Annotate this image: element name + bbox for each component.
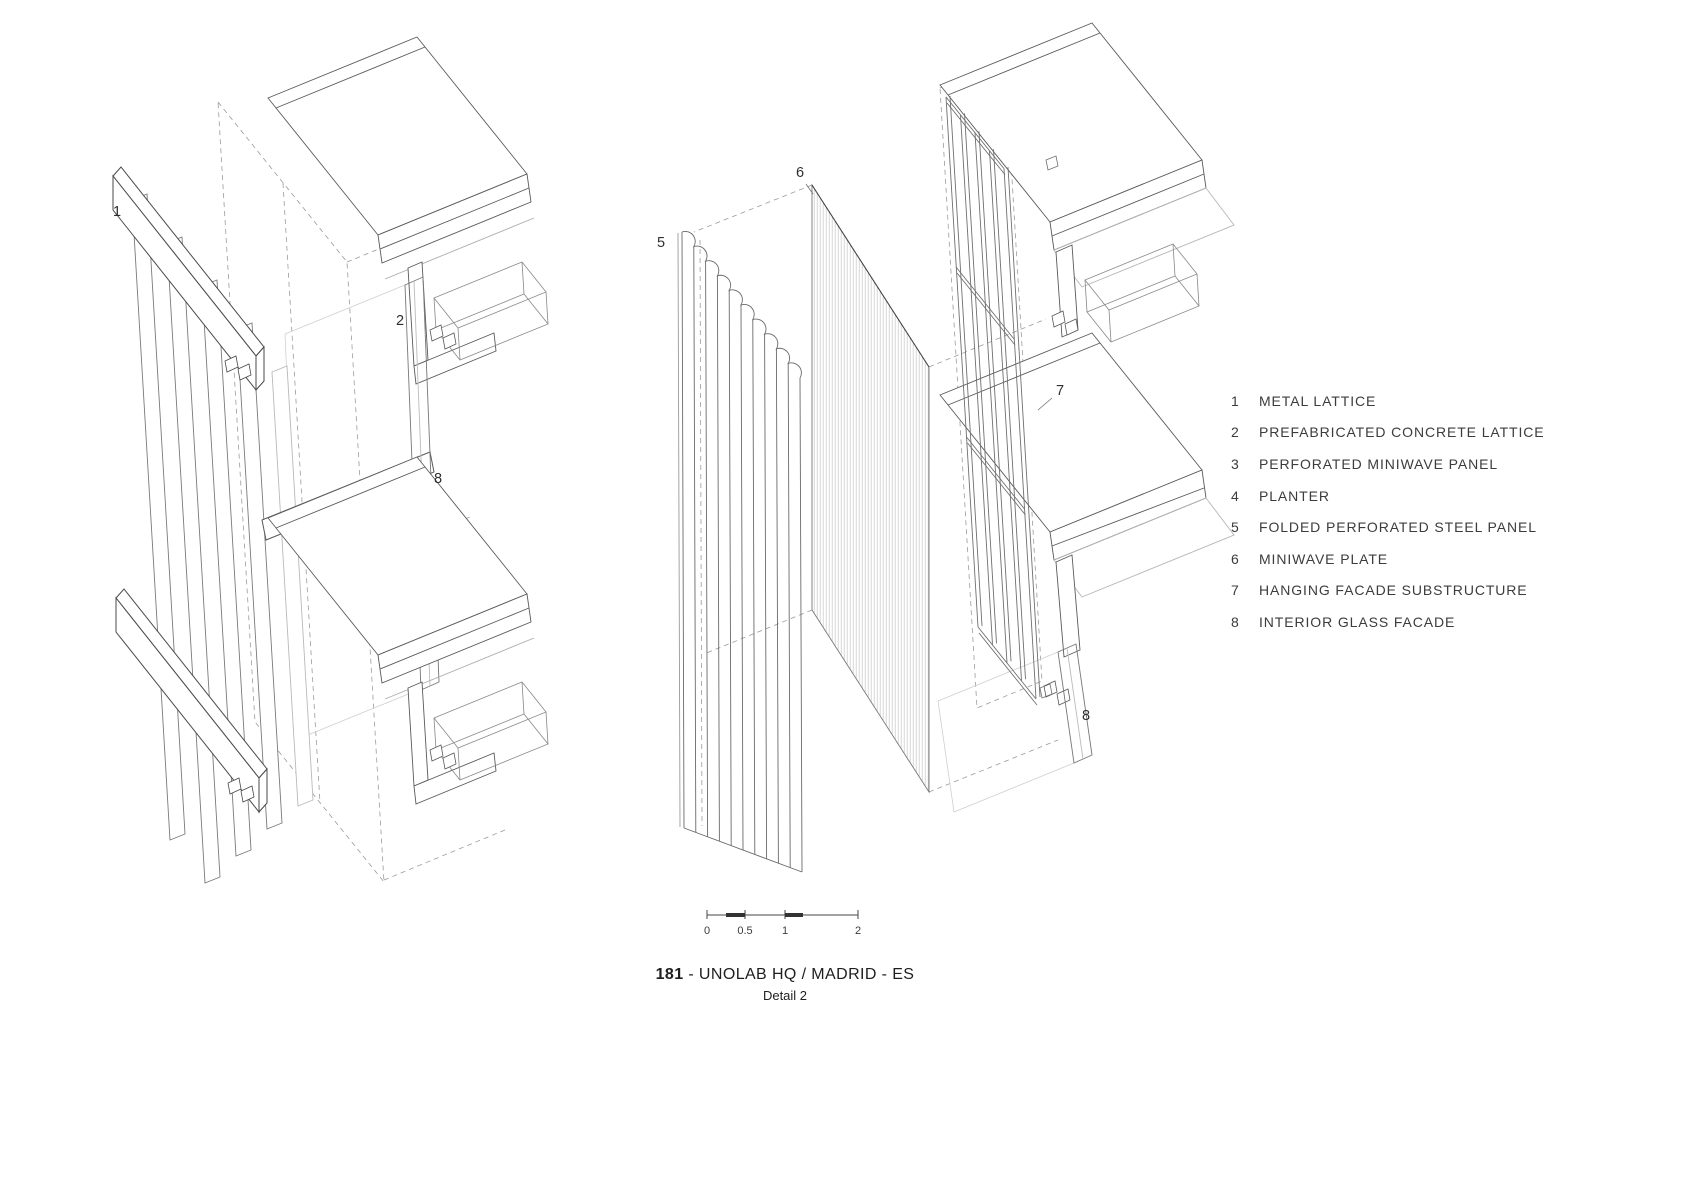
legend-num: 3: [1231, 455, 1239, 472]
miniwave-plate: [811, 183, 930, 794]
legend-item-planter: 4 PLANTER: [1231, 480, 1545, 512]
scale-bar-segment: [726, 913, 745, 917]
legend-label: PREFABRICATED CONCRETE LATTICE: [1259, 424, 1545, 441]
leader-miniwave: [805, 183, 814, 195]
callout-folded-panel: 5: [657, 235, 665, 251]
callout-glass-left: 8: [434, 471, 442, 487]
fascia-strip-lower: [1055, 554, 1081, 658]
legend-item-glass-facade: 8 INTERIOR GLASS FACADE: [1231, 606, 1545, 638]
callout-metal-lattice: 1: [113, 204, 121, 220]
legend-label: PLANTER: [1259, 487, 1330, 504]
legend-item-concrete-lattice: 2 PREFABRICATED CONCRETE LATTICE: [1231, 417, 1545, 449]
left-axon-view: 1 2 8: [112, 36, 549, 884]
legend-item-substructure: 7 HANGING FACADE SUBSTRUCTURE: [1231, 575, 1545, 607]
upper-slab-assembly: [267, 36, 549, 385]
planter-wireframe-upper: [433, 261, 549, 361]
concrete-lattice-fin: [407, 261, 429, 367]
legend-label: PERFORATED MINIWAVE PANEL: [1259, 455, 1499, 472]
legend-label: MINIWAVE PLATE: [1259, 550, 1389, 567]
legend-num: 5: [1231, 519, 1239, 536]
legend-num: 7: [1231, 582, 1239, 599]
planter-wireframe-lower: [433, 681, 549, 781]
sheet-number: 181: [655, 966, 684, 983]
legend-label: FOLDED PERFORATED STEEL PANEL: [1259, 519, 1537, 536]
folded-steel-panel: [677, 231, 803, 873]
legend-label: INTERIOR GLASS FACADE: [1259, 613, 1456, 630]
legend-num: 4: [1231, 487, 1239, 504]
upper-slab-assembly-right: [939, 22, 1235, 343]
title-block: 181 - UNOLAB HQ / MADRID - ES Detail 2: [656, 966, 915, 1003]
project-title: - UNOLAB HQ / MADRID - ES: [683, 966, 915, 983]
scale-bar-segment: [785, 913, 803, 917]
leader-substructure: [1037, 397, 1053, 411]
scale-tick-1: 1: [782, 925, 788, 937]
page-title: 181 - UNOLAB HQ / MADRID - ES: [656, 966, 915, 984]
legend-label: METAL LATTICE: [1259, 392, 1377, 409]
right-axon-view: 5 6 7 8: [657, 22, 1235, 873]
metal-lattice-bottom-rail: [115, 588, 268, 814]
callout-glass-right: 8: [1082, 708, 1090, 724]
concrete-lattice-fin-lower: [407, 681, 429, 787]
callout-substructure: 7: [1056, 383, 1064, 399]
legend-item-miniwave-panel: 3 PERFORATED MINIWAVE PANEL: [1231, 448, 1545, 480]
lower-slab-assembly: [267, 456, 549, 805]
planter-wireframe-right: [1084, 243, 1200, 343]
legend-item-metal-lattice: 1 METAL LATTICE: [1231, 385, 1545, 417]
lower-slab-assembly-right: [939, 332, 1235, 706]
scale-tick-0: 0: [704, 925, 710, 937]
legend-label: HANGING FACADE SUBSTRUCTURE: [1259, 582, 1528, 599]
scale-tick-05: 0.5: [737, 925, 752, 937]
legend-item-folded-panel: 5 FOLDED PERFORATED STEEL PANEL: [1231, 511, 1545, 543]
legend-num: 2: [1231, 424, 1239, 441]
folded-panel-folds: [681, 231, 803, 873]
concrete-lattice-flange-lower: [413, 752, 497, 805]
scale-bar: 0 0.5 1 2: [704, 910, 861, 937]
legend-num: 1: [1231, 392, 1239, 409]
legend-num: 8: [1231, 613, 1239, 630]
legend-num: 6: [1231, 550, 1239, 567]
callout-concrete-lattice: 2: [396, 313, 404, 329]
legend: 1 METAL LATTICE 2 PREFABRICATED CONCRETE…: [1231, 385, 1545, 638]
scale-tick-2: 2: [855, 925, 861, 937]
callout-miniwave: 6: [796, 165, 804, 181]
metal-lattice-top-rail: [112, 166, 265, 392]
interior-glass-edge-right: [1057, 643, 1093, 764]
legend-item-miniwave-plate: 6 MINIWAVE PLATE: [1231, 543, 1545, 575]
detail-subtitle: Detail 2: [762, 988, 808, 1003]
concrete-lattice-flange: [413, 332, 497, 385]
interior-glass-pane-right: [937, 651, 1075, 813]
hanging-substructure: [945, 95, 1059, 706]
